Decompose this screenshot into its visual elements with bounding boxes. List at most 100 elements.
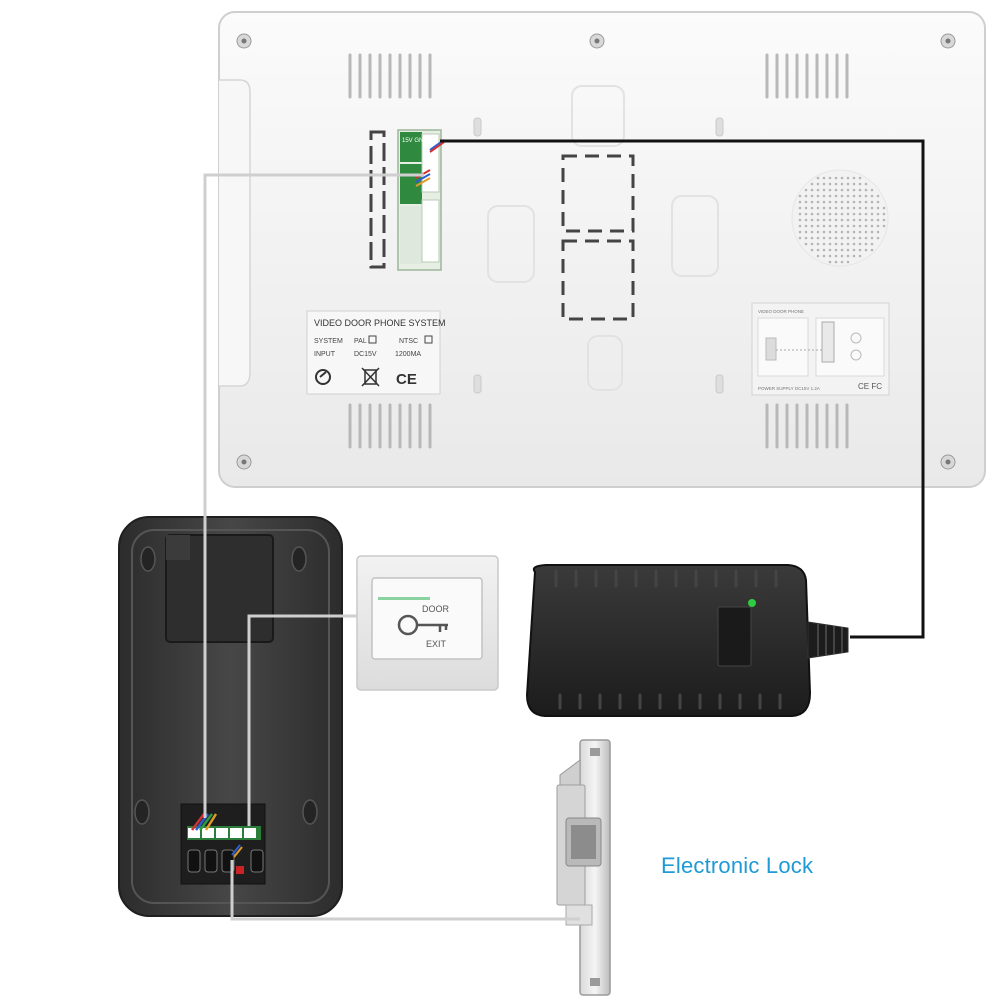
speaker-hole — [876, 212, 880, 216]
spec-input: INPUT — [314, 351, 336, 358]
speaker-hole — [834, 176, 838, 180]
speaker-hole — [840, 260, 844, 264]
speaker-hole — [804, 200, 808, 204]
speaker-hole — [816, 236, 820, 240]
speaker-hole — [834, 254, 838, 258]
speaker-hole — [864, 236, 868, 240]
recycle-icon — [315, 369, 331, 385]
monitor-terminal-block: 15V GND — [397, 129, 445, 271]
speaker-hole — [822, 248, 826, 252]
speaker-hole — [840, 182, 844, 186]
speaker-hole — [816, 194, 820, 198]
indoor-monitor: 15V GND VIDEO DOOR PHONE SYSTEM SYSTEM P… — [218, 11, 986, 488]
speaker-hole — [870, 194, 874, 198]
speaker-hole — [840, 248, 844, 252]
power-led-icon — [748, 599, 756, 607]
speaker-hole — [804, 242, 808, 246]
speaker-hole — [858, 230, 862, 234]
speaker-hole — [804, 194, 808, 198]
sticker-marks: CE FC — [858, 382, 882, 391]
camera-terminal-block — [180, 803, 266, 885]
speaker-hole — [834, 224, 838, 228]
spec-pal: PAL — [354, 338, 367, 345]
speaker-hole — [816, 224, 820, 228]
exit-button-line2: EXIT — [426, 639, 447, 649]
sticker-title: VIDEO DOOR PHONE — [758, 309, 804, 314]
exit-button-line1: DOOR — [422, 604, 450, 614]
speaker-hole — [852, 188, 856, 192]
speaker-hole — [828, 224, 832, 228]
speaker-hole — [840, 206, 844, 210]
speaker-hole — [858, 176, 862, 180]
speaker-hole — [858, 218, 862, 222]
speaker-hole — [882, 206, 886, 210]
speaker-hole — [840, 194, 844, 198]
speaker-hole — [858, 212, 862, 216]
speaker-hole — [822, 212, 826, 216]
speaker-hole — [834, 242, 838, 246]
speaker-hole — [834, 212, 838, 216]
weee-bin-icon — [361, 367, 380, 387]
speaker-hole — [822, 242, 826, 246]
speaker-hole — [828, 260, 832, 264]
speaker-hole — [798, 236, 802, 240]
speaker-hole — [840, 224, 844, 228]
speaker-hole — [858, 224, 862, 228]
speaker-hole — [840, 218, 844, 222]
speaker-hole — [846, 200, 850, 204]
wiring-sticker: VIDEO DOOR PHONE POWER SUPPLY DC15V 1.2A… — [751, 302, 890, 396]
speaker-hole — [810, 218, 814, 222]
speaker-hole — [864, 188, 868, 192]
speaker-hole — [858, 182, 862, 186]
speaker-hole — [840, 188, 844, 192]
speaker-hole — [810, 248, 814, 252]
speaker-hole — [846, 260, 850, 264]
speaker-hole — [852, 230, 856, 234]
speaker-hole — [876, 224, 880, 228]
speaker-hole — [822, 218, 826, 222]
speaker-hole — [810, 242, 814, 246]
speaker-hole — [810, 200, 814, 204]
speaker-hole — [846, 230, 850, 234]
speaker-hole — [804, 212, 808, 216]
speaker-hole — [828, 236, 832, 240]
speaker-hole — [834, 206, 838, 210]
spec-title: VIDEO DOOR PHONE SYSTEM — [314, 318, 446, 328]
speaker-hole — [864, 248, 868, 252]
speaker-hole — [834, 230, 838, 234]
speaker-hole — [822, 182, 826, 186]
speaker-hole — [822, 230, 826, 234]
speaker-hole — [870, 188, 874, 192]
speaker-hole — [828, 230, 832, 234]
speaker-hole — [804, 224, 808, 228]
speaker-hole — [840, 254, 844, 258]
speaker-hole — [828, 218, 832, 222]
speaker-hole — [810, 182, 814, 186]
speaker-hole — [846, 176, 850, 180]
speaker-hole — [870, 200, 874, 204]
speaker-hole — [834, 260, 838, 264]
speaker-hole — [804, 236, 808, 240]
speaker-hole — [864, 242, 868, 246]
spec-voltage: DC15V — [354, 351, 377, 358]
speaker-hole — [816, 254, 820, 258]
speaker-hole — [852, 176, 856, 180]
speaker-hole — [858, 200, 862, 204]
speaker-hole — [810, 230, 814, 234]
speaker-hole — [798, 224, 802, 228]
speaker-hole — [828, 242, 832, 246]
speaker-hole — [852, 224, 856, 228]
door-exit-button: DOOR EXIT — [356, 555, 499, 691]
wires — [203, 139, 925, 921]
speaker-hole — [822, 254, 826, 258]
speaker-hole — [834, 248, 838, 252]
speaker-hole — [852, 212, 856, 216]
speaker-hole — [882, 218, 886, 222]
speaker-hole — [846, 224, 850, 228]
speaker-hole — [798, 194, 802, 198]
speaker-hole — [846, 218, 850, 222]
speaker-hole — [828, 248, 832, 252]
speaker-hole — [876, 206, 880, 210]
outdoor-camera-unit — [118, 516, 343, 917]
